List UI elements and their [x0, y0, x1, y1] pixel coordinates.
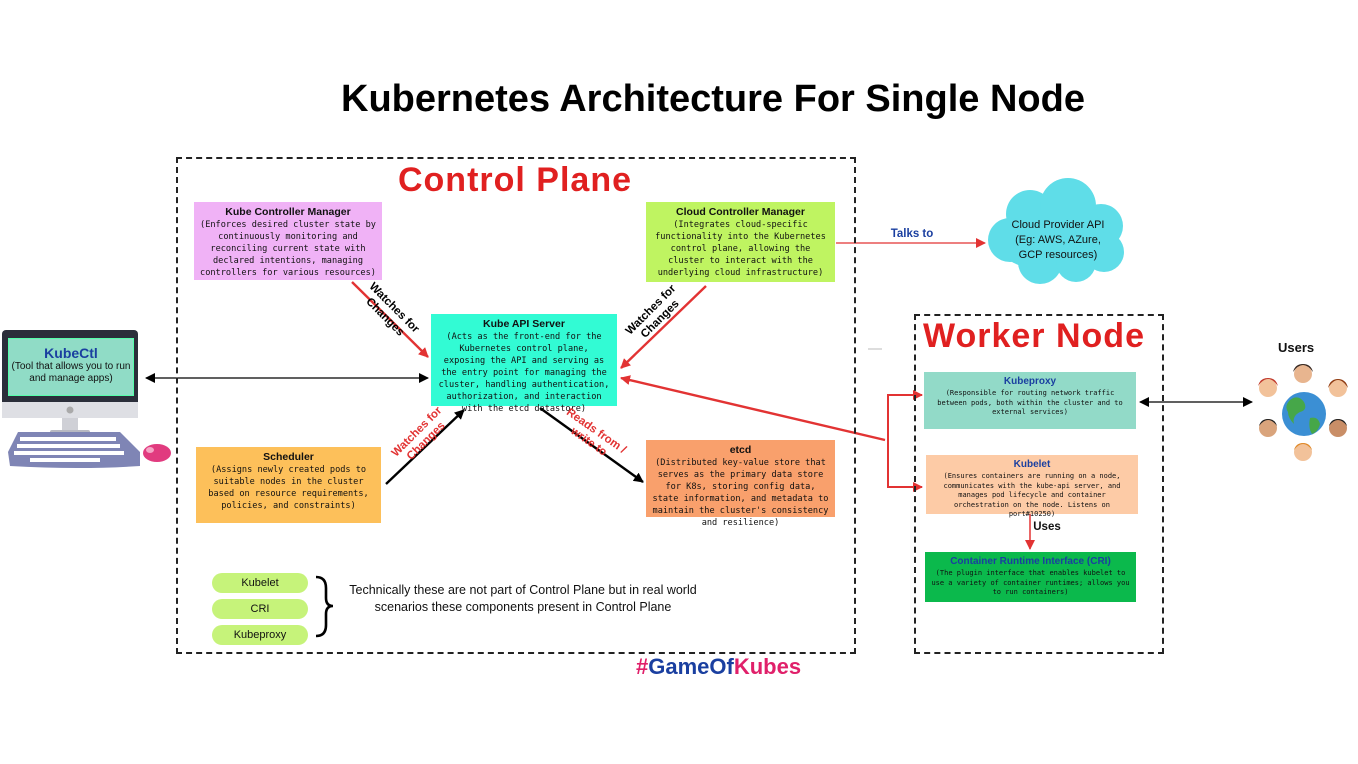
- hashtag-hash: #: [636, 654, 649, 679]
- users-label: Users: [1278, 340, 1315, 355]
- edge-api-to-etcd: [539, 407, 644, 483]
- kube-api-server-box: Kube API Server (Acts as the front-end f…: [431, 314, 617, 414]
- api-title: Kube API Server: [483, 318, 565, 330]
- cri-box: Container Runtime Interface (CRI) (The p…: [925, 552, 1136, 602]
- kubectl-title: KubeCtl: [44, 345, 98, 361]
- edge-label-uses: Uses: [1033, 521, 1061, 533]
- kubeproxy-desc: (Responsible for routing network traffic…: [937, 389, 1123, 416]
- etcd-title: etcd: [729, 444, 752, 456]
- pill-cri: CRI: [212, 599, 308, 619]
- user-avatar: [1259, 379, 1277, 397]
- ccm-title: Cloud Controller Manager: [676, 206, 805, 218]
- edge-scheduler-to-api: [385, 409, 465, 485]
- hashtag: #GameOfKubes: [636, 654, 801, 680]
- kubelet-title: Kubelet: [1013, 459, 1051, 470]
- hashtag-game: Game: [648, 654, 710, 679]
- user-avatar: [1329, 419, 1347, 437]
- ccm-desc: (Integrates cloud-specific functionality…: [655, 220, 826, 278]
- kubeproxy-box: Kubeproxy (Responsible for routing netwo…: [924, 372, 1136, 429]
- hashtag-kubes: Kubes: [733, 654, 802, 679]
- etcd-box: etcd (Distributed key-value store that s…: [646, 440, 835, 528]
- worker-node-label: Worker Node: [923, 317, 1145, 355]
- users-icon: [1258, 364, 1348, 461]
- kubelet-box: Kubelet (Ensures containers are running …: [926, 455, 1138, 518]
- cloud-icon: [988, 178, 1124, 284]
- control-plane-note: Technically these are not part of Contro…: [349, 583, 697, 614]
- kube-controller-manager-box: Kube Controller Manager (Enforces desire…: [194, 202, 382, 280]
- control-plane-label: Control Plane: [397, 161, 633, 199]
- user-avatar: [1259, 419, 1277, 437]
- scheduler-box: Scheduler (Assigns newly created pods to…: [196, 447, 381, 523]
- cloud-provider-api: Cloud Provider API (Eg: AWS, AZure, GCP …: [1011, 219, 1105, 261]
- cloud-controller-manager-box: Cloud Controller Manager (Integrates clo…: [646, 202, 835, 282]
- scheduler-title: Scheduler: [263, 451, 314, 463]
- edge-kcm-to-api: [351, 281, 429, 358]
- pill-kubelet: Kubelet: [212, 573, 308, 593]
- user-avatar: [1329, 379, 1347, 397]
- hashtag-of: Of: [709, 654, 734, 679]
- user-avatar: [1294, 365, 1312, 383]
- brace-icon: [315, 575, 334, 638]
- scheduler-desc: (Assigns newly created pods to suitable …: [208, 465, 369, 511]
- user-avatar: [1294, 443, 1312, 461]
- edge-ccm-to-api: [620, 285, 707, 369]
- kubeproxy-title: Kubeproxy: [1003, 376, 1057, 387]
- cri-title: Container Runtime Interface (CRI): [950, 556, 1111, 567]
- edge-label-talks-to: Talks to: [890, 228, 934, 240]
- cri-desc: (The plugin interface that enables kubel…: [931, 569, 1130, 596]
- kcm-desc: (Enforces desired cluster state by conti…: [200, 220, 376, 278]
- edge-worker-to-api: [620, 375, 886, 442]
- kcm-title: Kube Controller Manager: [225, 206, 351, 218]
- kubectl-screen: KubeCtl (Tool that allows you to run and…: [8, 338, 134, 396]
- etcd-desc: (Distributed key-value store that serves…: [652, 458, 829, 528]
- pill-kubeproxy: Kubeproxy: [212, 625, 308, 645]
- api-desc: (Acts as the front-end for the Kubernete…: [438, 332, 610, 414]
- kubectl-desc: (Tool that allows you to run and manage …: [11, 361, 131, 384]
- page-title: Kubernetes Architecture For Single Node: [341, 78, 1085, 120]
- kubelet-desc: (Ensures containers are running on a nod…: [943, 472, 1121, 518]
- control-plane-region: [176, 157, 856, 654]
- worker-node-region: [914, 314, 1164, 654]
